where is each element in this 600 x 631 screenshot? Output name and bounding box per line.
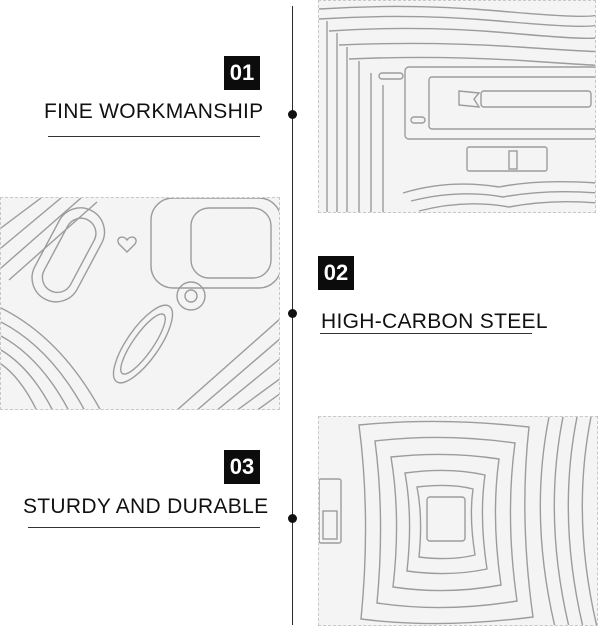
product-photo-1 xyxy=(318,0,596,213)
feature-underline-3 xyxy=(28,527,260,528)
timeline-dot-1 xyxy=(288,110,297,119)
feature-title-3: STURDY AND DURABLE xyxy=(23,495,269,518)
die-cut-wavy-frames-image xyxy=(319,417,597,625)
feature-underline-2 xyxy=(320,333,532,334)
die-cut-bookmarks-image xyxy=(1,198,279,409)
timeline-dot-2 xyxy=(288,309,297,318)
feature-title-1: FINE WORKMANSHIP xyxy=(44,100,264,123)
feature-number-3: 03 xyxy=(224,450,260,484)
product-photo-2 xyxy=(0,197,280,410)
product-photo-3 xyxy=(318,416,598,626)
feature-number-2: 02 xyxy=(318,256,354,290)
feature-title-2: HIGH-CARBON STEEL xyxy=(321,310,548,333)
die-cut-frames-image xyxy=(319,5,595,212)
feature-number-1: 01 xyxy=(224,56,260,90)
feature-underline-1 xyxy=(48,136,260,137)
timeline-dot-3 xyxy=(288,514,297,523)
